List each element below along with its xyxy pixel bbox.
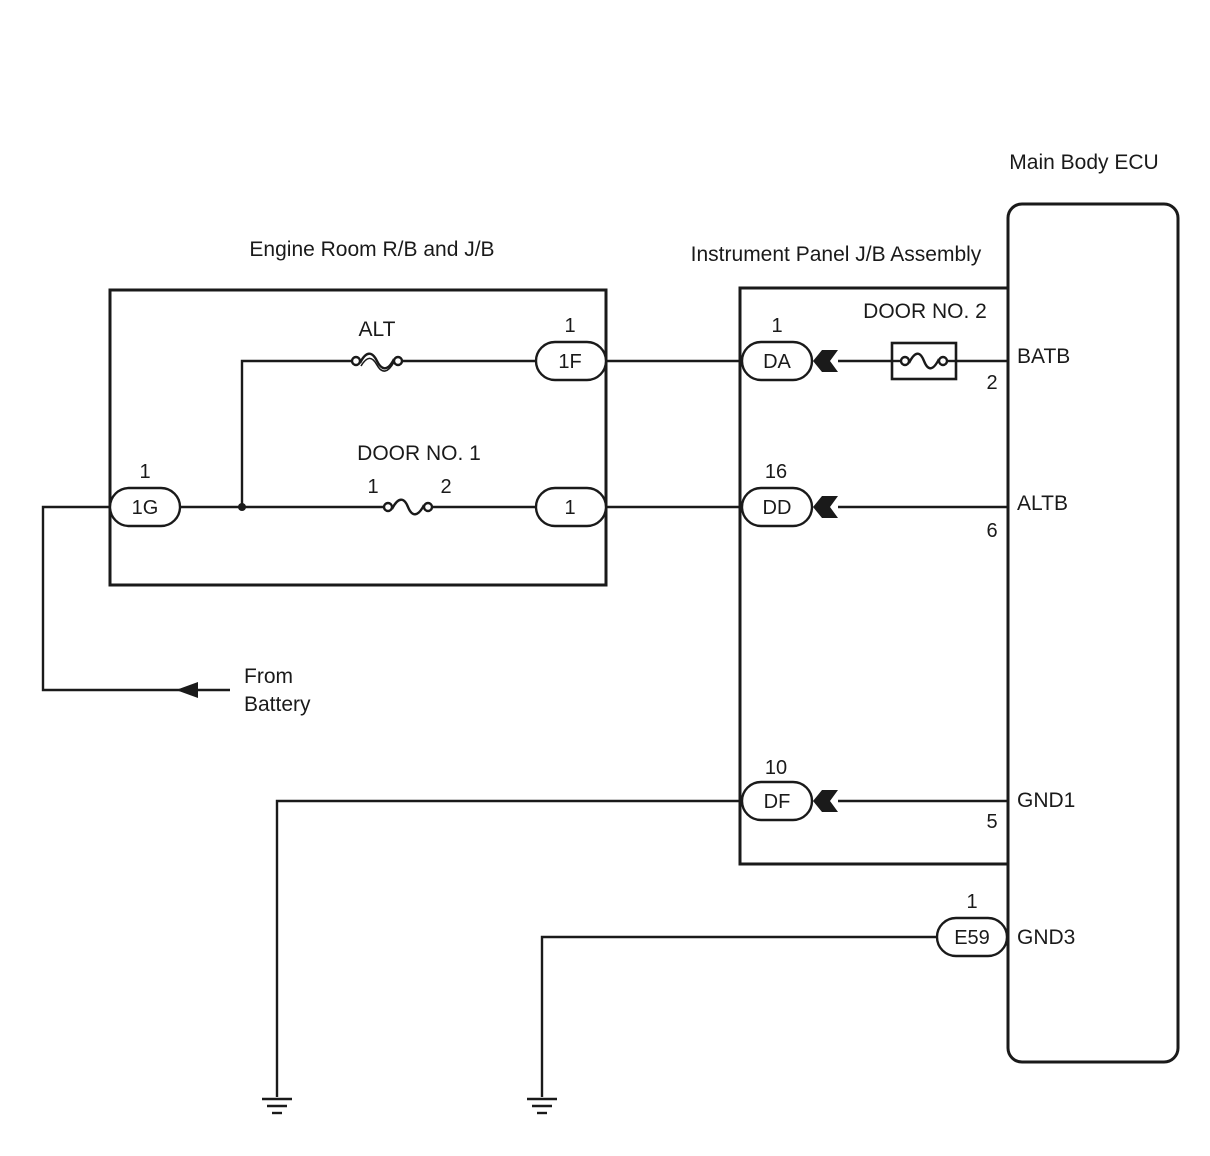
door-no2-fuse-icon: [890, 341, 958, 381]
ecu-terminal-batb: BATB: [1017, 345, 1070, 368]
instrument-panel-title: Instrument Panel J/B Assembly: [691, 243, 982, 266]
connector-df-terminal-icon: [813, 790, 838, 812]
ecu-terminal-gnd1-pin: 5: [986, 811, 997, 833]
door-no1-pin-in: 1: [367, 476, 378, 498]
alt-fuse-icon: [350, 352, 404, 372]
connector-dd-pin: 16: [765, 461, 787, 483]
engine-room-block: [108, 288, 608, 587]
door-no2-fuse-label: DOOR NO. 2: [863, 300, 987, 323]
door-no1-pin-out: 2: [440, 476, 451, 498]
connector-dd-terminal-icon: [813, 496, 838, 518]
connector-1-label: 1: [564, 497, 575, 519]
main-body-ecu-title: Main Body ECU: [1009, 151, 1158, 174]
connector-da: [740, 340, 814, 382]
connector-1g: [108, 486, 182, 528]
connector-dd-label: DD: [763, 497, 792, 519]
battery-label-line2: Battery: [244, 693, 311, 716]
connector-da-pin: 1: [771, 315, 782, 337]
connector-da-label: DA: [763, 351, 791, 373]
connector-df-label: DF: [764, 791, 791, 813]
connector-df: [740, 780, 814, 822]
wire-splice-alt: [240, 359, 352, 507]
ecu-terminal-altb: ALTB: [1017, 492, 1068, 515]
connector-df-pin: 10: [765, 757, 787, 779]
connector-1: [534, 486, 608, 528]
connector-1f: [534, 340, 608, 382]
connector-e59: [935, 916, 1009, 958]
door-no1-fuse-label: DOOR NO. 1: [357, 442, 481, 465]
alt-fuse-label: ALT: [359, 318, 396, 341]
battery-wire: [41, 505, 230, 692]
ecu-terminal-altb-pin: 6: [986, 520, 997, 542]
door-no1-fuse-icon: [382, 498, 434, 516]
wire-e59-ground: [540, 935, 938, 1097]
ecu-terminal-gnd1: GND1: [1017, 789, 1075, 812]
ground-icon: [262, 1097, 292, 1115]
connector-1g-label: 1G: [132, 497, 159, 519]
wire-df-ground: [275, 799, 742, 1097]
connector-dd: [740, 486, 814, 528]
connector-e59-label: E59: [954, 927, 990, 949]
connector-1f-pin: 1: [564, 315, 575, 337]
battery-label-line1: From: [244, 665, 293, 688]
battery-arrow-icon: [176, 682, 198, 698]
ecu-terminal-batb-pin: 2: [986, 372, 997, 394]
ground-icon: [527, 1097, 557, 1115]
connector-e59-pin: 1: [966, 891, 977, 913]
instrument-panel-block: [738, 286, 1008, 866]
connector-1g-pin: 1: [139, 461, 150, 483]
connector-1f-label: 1F: [558, 351, 581, 373]
ecu-terminal-gnd3: GND3: [1017, 926, 1075, 949]
main-body-ecu-block: [1006, 202, 1180, 1064]
engine-room-title: Engine Room R/B and J/B: [249, 238, 494, 261]
connector-da-terminal-icon: [813, 350, 838, 372]
